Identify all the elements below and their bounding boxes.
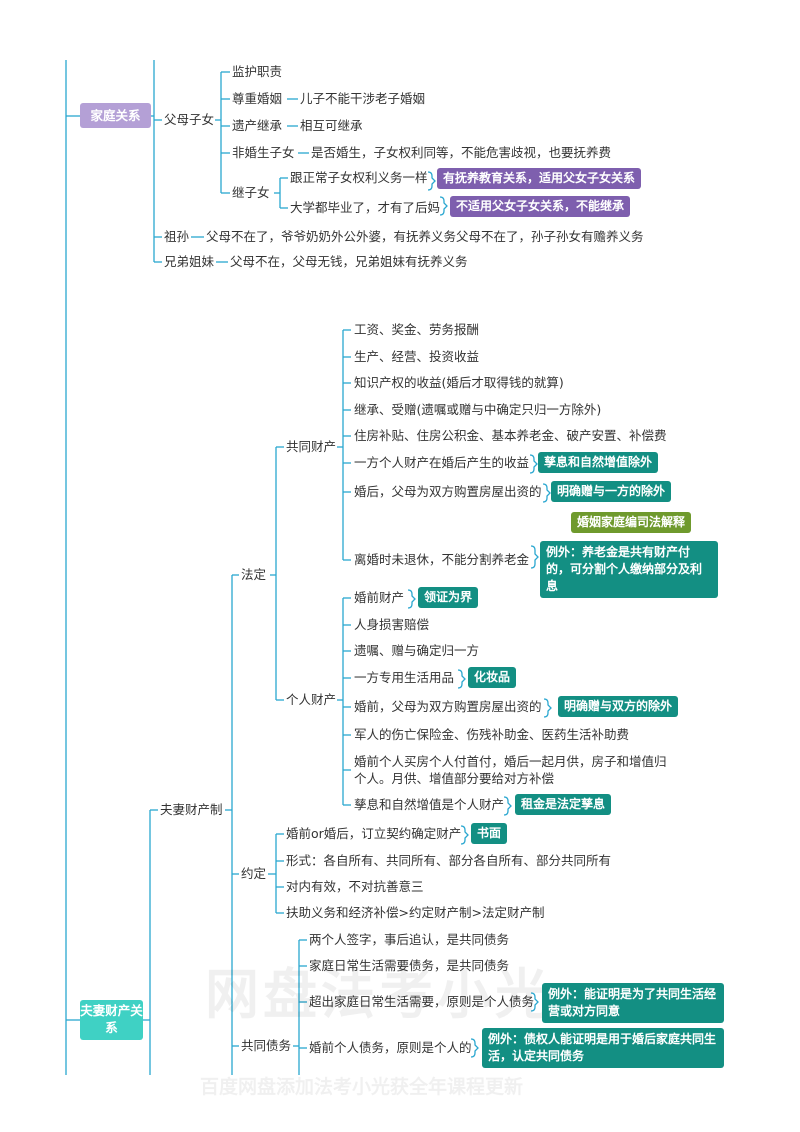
node-p2[interactable]: 人身损害赔偿	[354, 617, 430, 632]
node-zunzhong-detail[interactable]: 儿子不能干涉老子婚姻	[300, 91, 426, 106]
node-z2[interactable]: 家庭日常生活需要债务，是共同债务	[309, 958, 510, 973]
badge-z3[interactable]: 例外：能证明是为了共同生活经营或对方同意	[542, 983, 724, 1023]
node-property-system[interactable]: 夫妻财产制	[160, 802, 223, 817]
node-z3[interactable]: 超出家庭日常生活需要，原则是个人债务	[309, 994, 535, 1009]
node-p4[interactable]: 一方专用生活用品	[354, 670, 455, 685]
badge-p5[interactable]: 明确赠与双方的除外	[558, 696, 679, 717]
badge-g6[interactable]: 孳息和自然增值除外	[538, 452, 659, 473]
node-y4[interactable]: 扶助义务和经济补偿>约定财产制>法定财产制	[286, 905, 545, 920]
badge-p4[interactable]: 化妆品	[468, 667, 517, 688]
node-feihun[interactable]: 非婚生子女	[232, 145, 295, 160]
tag-judicial-interpretation[interactable]: 婚姻家庭编司法解释	[571, 512, 692, 533]
node-gongtong[interactable]: 共同财产	[286, 439, 337, 454]
node-p7[interactable]: 婚前个人买房个人付首付，婚后一起月供，房子和增值归个人。月供、增值部分要给对方补…	[354, 754, 667, 786]
node-fading[interactable]: 法定	[241, 567, 267, 582]
watermark-big: 网盘法考小光	[205, 963, 553, 1026]
node-yichan[interactable]: 遗产继承	[232, 118, 283, 133]
node-zusun-detail[interactable]: 父母不在了，爷爷奶奶外公外婆，有抚养义务父母不在了，孙子孙女有赡养义务	[206, 229, 644, 244]
marriage-root-node[interactable]: 夫妻财产关系	[80, 1000, 143, 1040]
node-p3[interactable]: 遗嘱、赠与确定归一方	[354, 643, 480, 658]
node-yueding[interactable]: 约定	[241, 866, 267, 881]
badge-y1[interactable]: 书面	[471, 823, 508, 844]
node-g6[interactable]: 一方个人财产在婚后产生的收益	[354, 455, 530, 470]
node-g1[interactable]: 工资、奖金、劳务报酬	[354, 322, 480, 337]
node-y1[interactable]: 婚前or婚后，订立契约确定财产	[286, 826, 462, 841]
parent-child-node[interactable]: 父母子女	[164, 112, 215, 127]
node-p5[interactable]: 婚前，父母为双方购置房屋出资的	[354, 699, 542, 714]
watermark-line: 百度网盘添加法考小光获全年课程更新	[200, 1076, 524, 1098]
node-g3[interactable]: 知识产权的收益(婚后才取得钱的就算)	[354, 375, 564, 390]
node-jizinv-1[interactable]: 跟正常子女权利义务一样	[290, 170, 428, 185]
node-yichan-detail[interactable]: 相互可继承	[300, 118, 363, 133]
node-z1[interactable]: 两个人签字，事后追认，是共同债务	[309, 932, 510, 947]
node-zhaiwu[interactable]: 共同债务	[241, 1038, 292, 1053]
badge-z4[interactable]: 例外：债权人能证明是用于婚后家庭共同生活，认定共同债务	[482, 1028, 724, 1068]
node-jizinv-2[interactable]: 大学都毕业了，才有了后妈	[290, 200, 441, 215]
node-g2[interactable]: 生产、经营、投资收益	[354, 349, 480, 364]
node-p6[interactable]: 军人的伤亡保险金、伤残补助金、医药生活补助费	[354, 727, 630, 742]
node-g5[interactable]: 住房补贴、住房公积金、基本养老金、破产安置、补偿费	[354, 428, 667, 443]
node-jizinv[interactable]: 继子女	[232, 185, 270, 200]
node-jianhu[interactable]: 监护职责	[232, 64, 283, 79]
badge-g8[interactable]: 例外：养老金是共有财产付的，可分割个人缴纳部分及利息	[540, 541, 718, 598]
node-xiongdi-detail[interactable]: 父母不在，父母无钱，兄弟姐妹有抚养义务	[230, 254, 468, 269]
node-y3[interactable]: 对内有效，不对抗善意三	[286, 879, 424, 894]
badge-p8[interactable]: 租金是法定孳息	[515, 794, 612, 815]
node-g7[interactable]: 婚后，父母为双方购置房屋出资的	[354, 484, 542, 499]
badge-jizinv-2[interactable]: 不适用父女子女关系，不能继承	[450, 196, 631, 217]
node-p8[interactable]: 孳息和自然增值是个人财产	[354, 797, 505, 812]
node-feihun-detail[interactable]: 是否婚生，子女权利同等，不能危害歧视，也要抚养费	[311, 145, 612, 160]
node-g4[interactable]: 继承、受赠(遗嘱或赠与中确定只归一方除外)	[354, 402, 602, 417]
badge-g7[interactable]: 明确赠与一方的除外	[551, 481, 672, 502]
node-zusun[interactable]: 祖孙	[164, 229, 190, 244]
node-p1[interactable]: 婚前财产	[354, 590, 405, 605]
family-root-node[interactable]: 家庭关系	[80, 103, 151, 128]
badge-p1[interactable]: 领证为界	[418, 587, 479, 608]
node-xiongdi[interactable]: 兄弟姐妹	[164, 254, 215, 269]
node-geren[interactable]: 个人财产	[286, 692, 337, 707]
node-y2[interactable]: 形式：各自所有、共同所有、部分各自所有、部分共同所有	[286, 853, 612, 868]
node-z4[interactable]: 婚前个人债务，原则是个人的	[309, 1040, 472, 1055]
badge-jizinv-1[interactable]: 有抚养教育关系，适用父女子女关系	[437, 168, 642, 189]
node-g8[interactable]: 离婚时未退休，不能分割养老金	[354, 552, 530, 567]
node-zunzhong[interactable]: 尊重婚姻	[232, 91, 283, 106]
